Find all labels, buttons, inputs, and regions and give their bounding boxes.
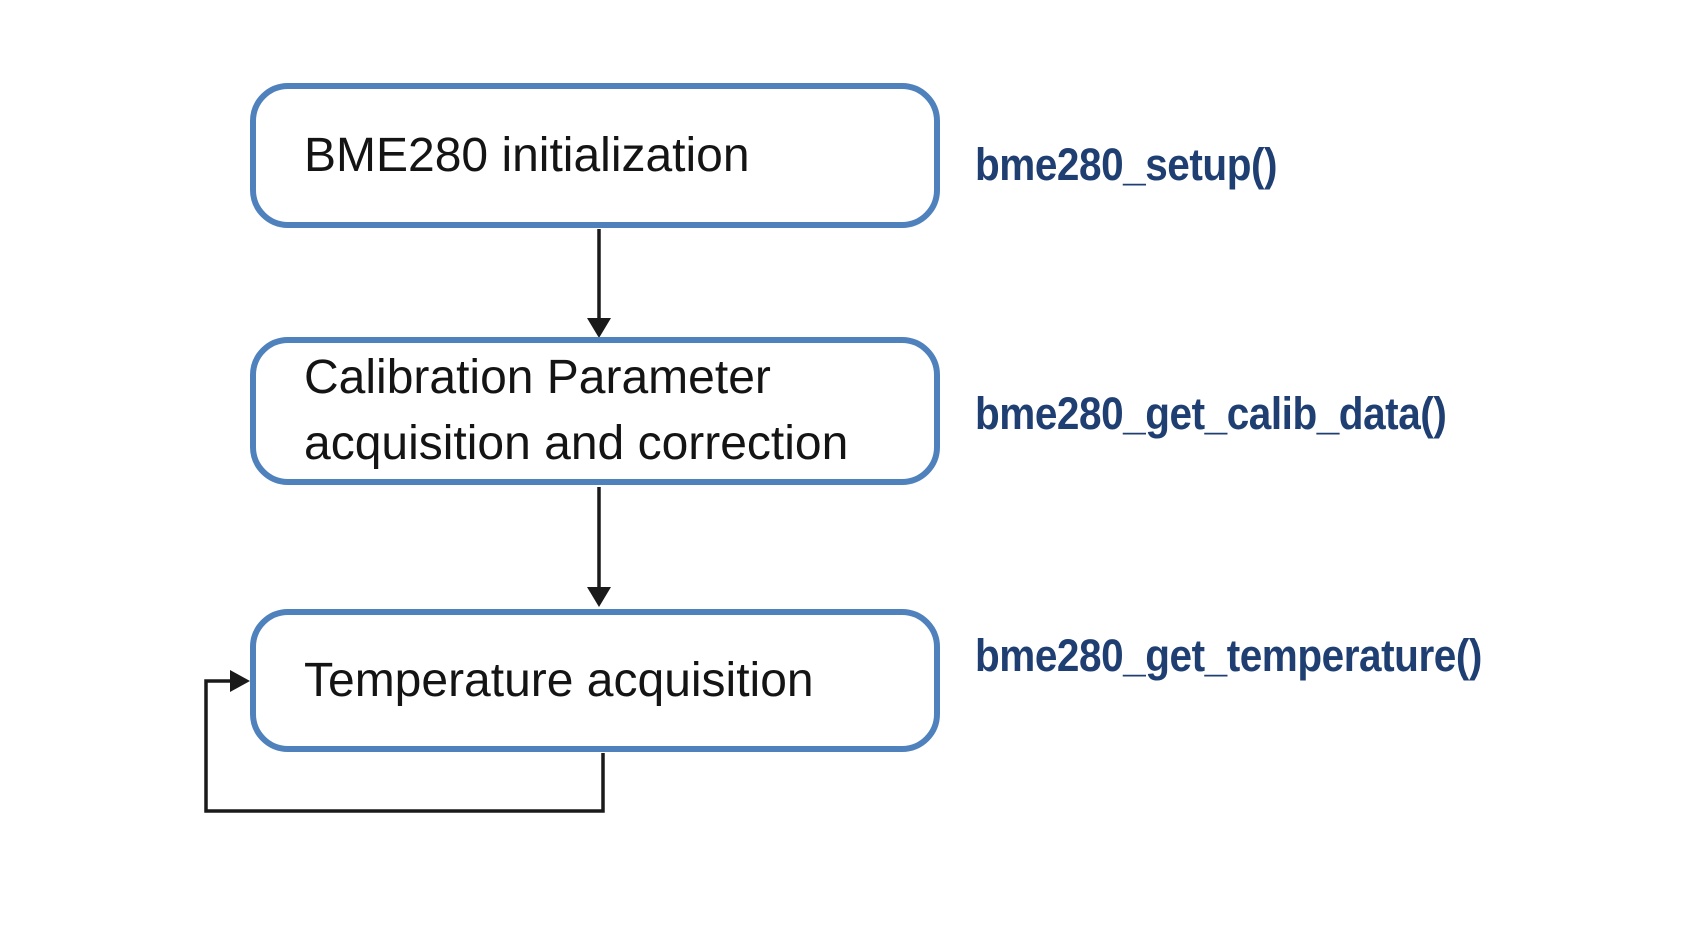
function-label-bme280-get-temperature: bme280_get_temperature() — [975, 630, 1482, 681]
arrow-right-icon — [230, 670, 250, 692]
step-box-temperature-acquisition: Temperature acquisition — [250, 609, 940, 752]
step-label-line-1: Calibration Parameter — [304, 351, 771, 404]
step-box-bme280-initialization: BME280 initialization — [250, 83, 940, 228]
function-label-bme280-setup: bme280_setup() — [975, 139, 1278, 190]
arrow-down-icon — [587, 587, 611, 607]
function-label-bme280-get-calib-data: bme280_get_calib_data() — [975, 388, 1447, 439]
arrow-down-icon — [587, 318, 611, 338]
step-box-calibration-parameter: Calibration Parameter acquisition and co… — [250, 337, 940, 485]
step-label: BME280 initialization — [304, 128, 750, 182]
step-label-line-2: acquisition and correction — [304, 417, 849, 470]
step-label: Temperature acquisition — [304, 653, 814, 707]
loop-back-line — [204, 679, 605, 813]
